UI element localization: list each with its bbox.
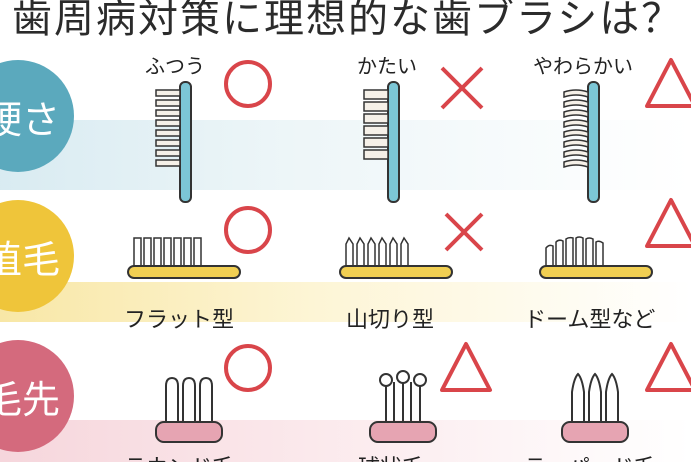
type-label-dome: ドーム型など bbox=[524, 308, 656, 333]
type-label-zigzag: 山切り型 bbox=[346, 308, 435, 333]
rating-circle-icon bbox=[224, 344, 272, 392]
tip-round-icon bbox=[155, 376, 223, 443]
type-label-tapered: テーパード毛 bbox=[524, 450, 656, 462]
col-label-soft: やわらかい bbox=[533, 54, 633, 78]
type-label-ball: 球状毛 bbox=[358, 450, 424, 462]
rating-triangle-icon bbox=[645, 198, 691, 248]
rating-cross-icon bbox=[440, 66, 484, 110]
brush-zigzag-icon bbox=[339, 236, 453, 279]
tip-tapered-icon bbox=[561, 372, 629, 443]
tip-ball-icon bbox=[369, 370, 437, 443]
rating-triangle-icon bbox=[645, 342, 691, 392]
col-label-hard: かたい bbox=[357, 54, 417, 78]
rating-cross-icon bbox=[444, 212, 484, 252]
brush-flat-icon bbox=[127, 237, 241, 279]
toothbrush-normal-icon bbox=[155, 81, 192, 203]
page-title: 歯周病対策に理想的な歯ブラシは？ bbox=[12, 0, 684, 42]
rating-circle-icon bbox=[224, 206, 272, 254]
type-label-flat: フラット型 bbox=[124, 308, 235, 333]
type-label-round: ラウンド毛 bbox=[124, 450, 234, 462]
rating-circle-icon bbox=[224, 60, 272, 108]
brush-dome-icon bbox=[539, 236, 653, 279]
col-label-normal: ふつう bbox=[145, 54, 205, 78]
rating-triangle-icon bbox=[440, 342, 492, 392]
toothbrush-soft-icon bbox=[563, 81, 600, 203]
toothbrush-hard-icon bbox=[363, 81, 400, 203]
rating-triangle-icon bbox=[645, 58, 691, 108]
bristle-band bbox=[0, 282, 691, 322]
